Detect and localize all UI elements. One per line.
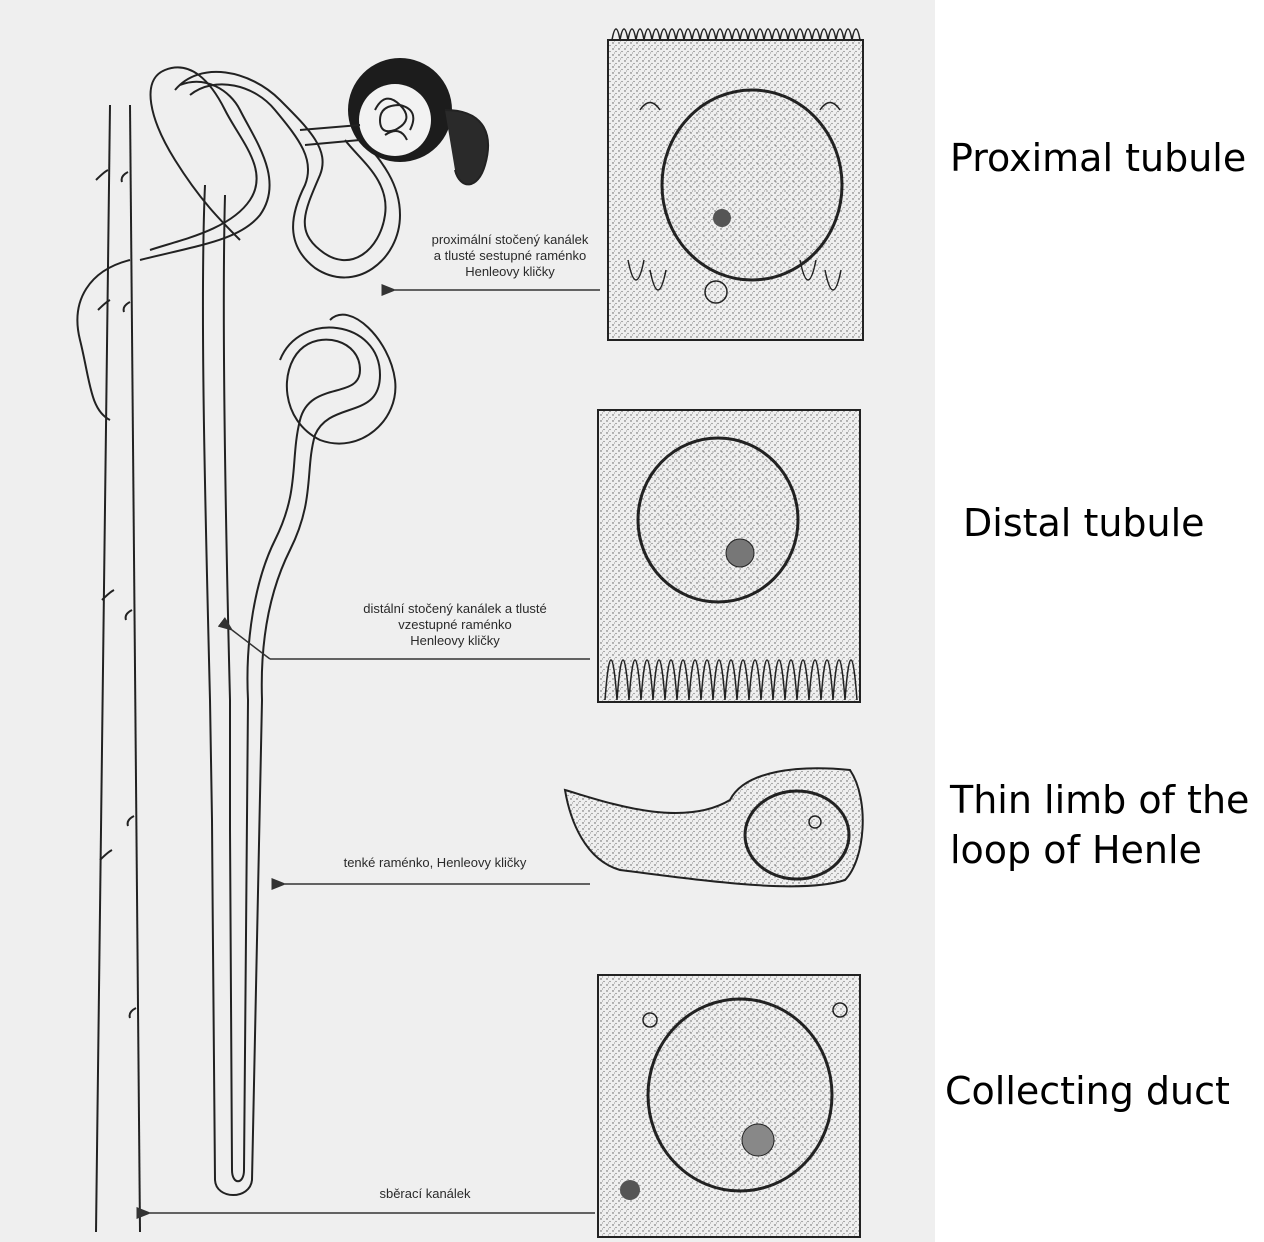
loop-of-henle xyxy=(203,185,395,1195)
label-thin-limb-czech: tenké raménko, Henleovy kličky xyxy=(300,855,570,871)
label-proximal-tubule: Proximal tubule xyxy=(950,133,1246,183)
collecting-duct-tube xyxy=(96,105,140,1232)
scanned-illustration: proximální stočený kanálek a tlusté sest… xyxy=(0,0,935,1242)
label-proximal-czech: proximální stočený kanálek a tlusté sest… xyxy=(405,232,615,280)
cell-proximal xyxy=(608,29,863,340)
label-distal-czech: distální stočený kanálek a tlusté vzestu… xyxy=(330,601,580,649)
cell-thin-limb xyxy=(565,768,863,886)
label-collecting-czech: sběrací kanálek xyxy=(330,1186,520,1202)
glomerulus xyxy=(300,58,488,184)
label-distal-tubule: Distal tubule xyxy=(963,498,1205,548)
cell-collecting xyxy=(598,975,860,1237)
label-thin-limb: Thin limb of the loop of Henle xyxy=(950,775,1249,875)
pointer-lines xyxy=(150,290,600,1213)
cell-distal xyxy=(598,410,860,702)
label-collecting-duct: Collecting duct xyxy=(945,1066,1230,1116)
